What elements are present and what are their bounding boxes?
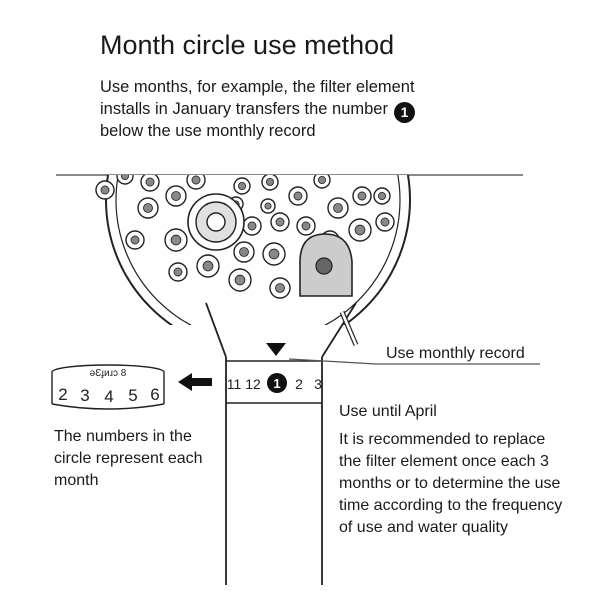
triangle-down-marker-icon [266, 343, 286, 356]
nozzle-core [265, 177, 274, 186]
nozzle-core [234, 274, 246, 286]
month-ring: ǝƐɟᴎɹɔ 8 2 3 4 5 6 [51, 364, 165, 410]
intro-line: below the use monthly record [100, 122, 316, 140]
handle-neck [205, 302, 357, 358]
replacement-advice: It is recommended to replace the filter … [339, 431, 563, 536]
ring-number: 2 [295, 376, 303, 392]
handle [225, 357, 323, 585]
nozzle-core [239, 247, 249, 257]
nozzle-core [170, 234, 182, 246]
ring-number: 3 [314, 376, 322, 392]
nozzle-core [268, 248, 280, 260]
use-monthly-record-label: Use monthly record [386, 345, 525, 362]
nozzle-core [237, 181, 246, 190]
nozzle-core [191, 175, 201, 185]
nozzle-core [357, 191, 367, 201]
nozzle-core [275, 283, 285, 293]
month-ring-number: 5 [128, 386, 137, 405]
intro-line: Use months, for example, the filter elem… [100, 78, 415, 96]
handle-ring-numbers: 11 12 1 2 3 [227, 373, 322, 393]
shower-head [95, 175, 411, 325]
month-ring-back-numbers: ǝƐɟᴎɹɔ 8 [90, 368, 127, 379]
nozzle-core [377, 191, 386, 200]
nozzle-core [130, 235, 140, 245]
month-ring-number: 4 [104, 387, 113, 406]
use-until-label: Use until April [339, 403, 437, 420]
nozzle-core [247, 221, 257, 231]
nozzle-core [264, 202, 272, 210]
ring-number-highlight [267, 373, 287, 393]
nozzle-core [143, 203, 153, 213]
nozzle-core [275, 217, 285, 227]
ring-number-current: 1 [273, 376, 280, 391]
month-ring-number: 3 [80, 386, 89, 405]
record-leader-line [288, 358, 540, 365]
month-ring-number: 2 [58, 385, 67, 404]
nozzle-core [293, 191, 303, 201]
month-ring-number: 6 [150, 385, 159, 404]
page-title: Month circle use method [100, 30, 395, 60]
nozzle-core [121, 175, 129, 180]
arrow-left-icon [178, 373, 212, 391]
nozzle-core [354, 224, 366, 236]
nozzle-core [173, 267, 183, 277]
intro-line: installs in January transfers the number… [100, 100, 415, 123]
months-explanation: The numbers in the circle represent each… [54, 428, 203, 489]
ring-number: 12 [245, 376, 261, 392]
month-one-badge: 1 [393, 102, 415, 123]
ring-number: 11 [227, 376, 242, 392]
nozzle-core [171, 191, 181, 201]
intro-line-text: installs in January transfers the number [100, 100, 388, 118]
nozzle-core [333, 203, 343, 213]
nozzle-core [317, 175, 326, 184]
nozzle-core [202, 260, 214, 272]
nozzle-core [100, 185, 110, 195]
nozzle-core [301, 221, 311, 231]
nozzle-core [380, 217, 390, 227]
nozzle-core [145, 177, 155, 187]
